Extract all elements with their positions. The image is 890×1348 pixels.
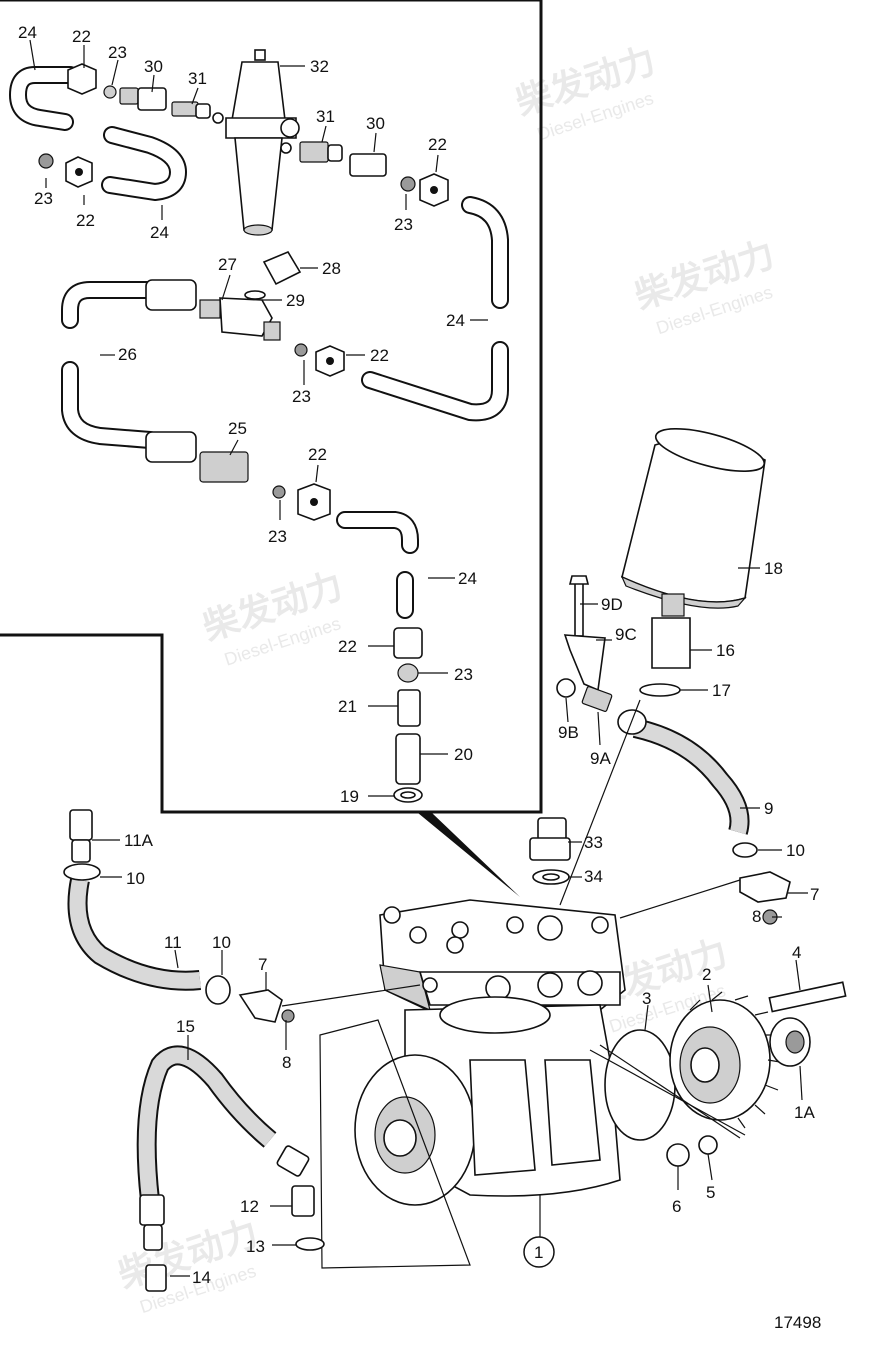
callout-label: 22: [72, 27, 91, 46]
hose-lower-24: [336, 511, 419, 619]
callout-label: 9C: [615, 625, 637, 644]
callout-label: 24: [458, 569, 477, 588]
callout-label: 10: [786, 841, 805, 860]
callout-label: 23: [34, 189, 53, 208]
assembly-line-1: [589, 1049, 746, 1136]
callout-label: 11: [164, 933, 182, 952]
callout-label: 33: [584, 833, 603, 852]
callout-label: 22: [308, 445, 327, 464]
leader-lines: [29, 39, 808, 1277]
fittings-9A-9B: [556, 678, 613, 712]
callout-label: 23: [394, 215, 413, 234]
callout-label: 14: [192, 1268, 211, 1287]
callout-label: 30: [366, 114, 385, 133]
fitting-33: [529, 817, 571, 885]
callout-label: 29: [286, 291, 305, 310]
callout-label: 30: [144, 57, 163, 76]
gear-2: [669, 991, 781, 1129]
callout-label: 17: [712, 681, 731, 700]
hose-loop-24: [8, 66, 188, 202]
callout-label: 27: [218, 255, 237, 274]
fitting-stack: [393, 627, 423, 803]
callout-label: 9: [764, 799, 773, 818]
callout-label: 25: [228, 419, 247, 438]
callout-label: 18: [764, 559, 783, 578]
hose-9: [617, 709, 758, 858]
callout-label: 20: [454, 745, 473, 764]
callout-label: 21: [338, 697, 357, 716]
callout-label: 2: [702, 965, 711, 984]
callout-labels: 24 22 23 30 31 32 23 22 24 31 30 22 23 2…: [18, 23, 821, 1332]
callout-label: 32: [310, 57, 329, 76]
inset-pointer: [418, 813, 520, 897]
callout-label: 4: [792, 943, 801, 962]
callout-label: 34: [584, 867, 603, 886]
callout-label: 23: [454, 665, 473, 684]
callout-label: 16: [716, 641, 735, 660]
callout-label: 28: [322, 259, 341, 278]
callout-label: 1: [534, 1243, 543, 1262]
assembly-line-2: [599, 1044, 741, 1139]
callout-label: 19: [340, 787, 359, 806]
callout-label: 5: [706, 1183, 715, 1202]
callout-label: 7: [258, 955, 267, 974]
gasket-ring-3: [604, 1029, 676, 1141]
callout-label: 9D: [601, 595, 623, 614]
hose-right-24: [361, 196, 509, 422]
callout-label: 31: [316, 107, 335, 126]
callout-label: 22: [338, 637, 357, 656]
callout-label: 24: [18, 23, 37, 42]
callout-label: 23: [292, 387, 311, 406]
callout-1-circle: [523, 1236, 555, 1268]
fitting-chain-top-right: [280, 141, 449, 207]
compressor-head: [379, 899, 626, 1016]
callout-label: 7: [810, 885, 819, 904]
drawing-number: 17498: [774, 1313, 821, 1332]
left-hose-11: [63, 809, 295, 1023]
callout-label: 6: [672, 1197, 681, 1216]
tee-fitting-27: [199, 250, 345, 377]
callout-label: 11A: [124, 831, 154, 850]
callout-label: 24: [446, 311, 465, 330]
callout-label: 8: [282, 1053, 291, 1072]
callout-label: 8: [752, 907, 761, 926]
compressor-body: [354, 996, 621, 1206]
callout-label: 12: [240, 1197, 259, 1216]
inset-frame: [0, 0, 543, 814]
callout-label: 22: [76, 211, 95, 230]
hose-15: [136, 1045, 325, 1292]
callout-label: 22: [370, 346, 389, 365]
callout-label: 24: [150, 223, 169, 242]
callout-label: 10: [126, 869, 145, 888]
stud-4: [768, 981, 847, 1067]
callout-label: 3: [642, 989, 651, 1008]
hose-26: [61, 279, 197, 463]
fitting-chain-top-left: [38, 63, 224, 188]
callout-label: 1A: [794, 1103, 815, 1122]
air-filter-18: [620, 428, 766, 697]
callout-label: 9B: [558, 723, 579, 742]
callout-label: 10: [212, 933, 231, 952]
bracket-9C: [563, 575, 606, 692]
elbow-7-right: [739, 871, 791, 925]
callout-label: 15: [176, 1017, 195, 1036]
callout-label: 31: [188, 69, 207, 88]
callout-label: 9A: [590, 749, 611, 768]
fitting-chain-middle: [199, 451, 331, 521]
callout-label: 13: [246, 1237, 265, 1256]
assembly-frame: [319, 1019, 471, 1269]
callout-label: 23: [268, 527, 287, 546]
callout-label: 23: [108, 43, 127, 62]
valve-32: [225, 49, 300, 236]
callout-label: 22: [428, 135, 447, 154]
callout-label: 26: [118, 345, 137, 364]
